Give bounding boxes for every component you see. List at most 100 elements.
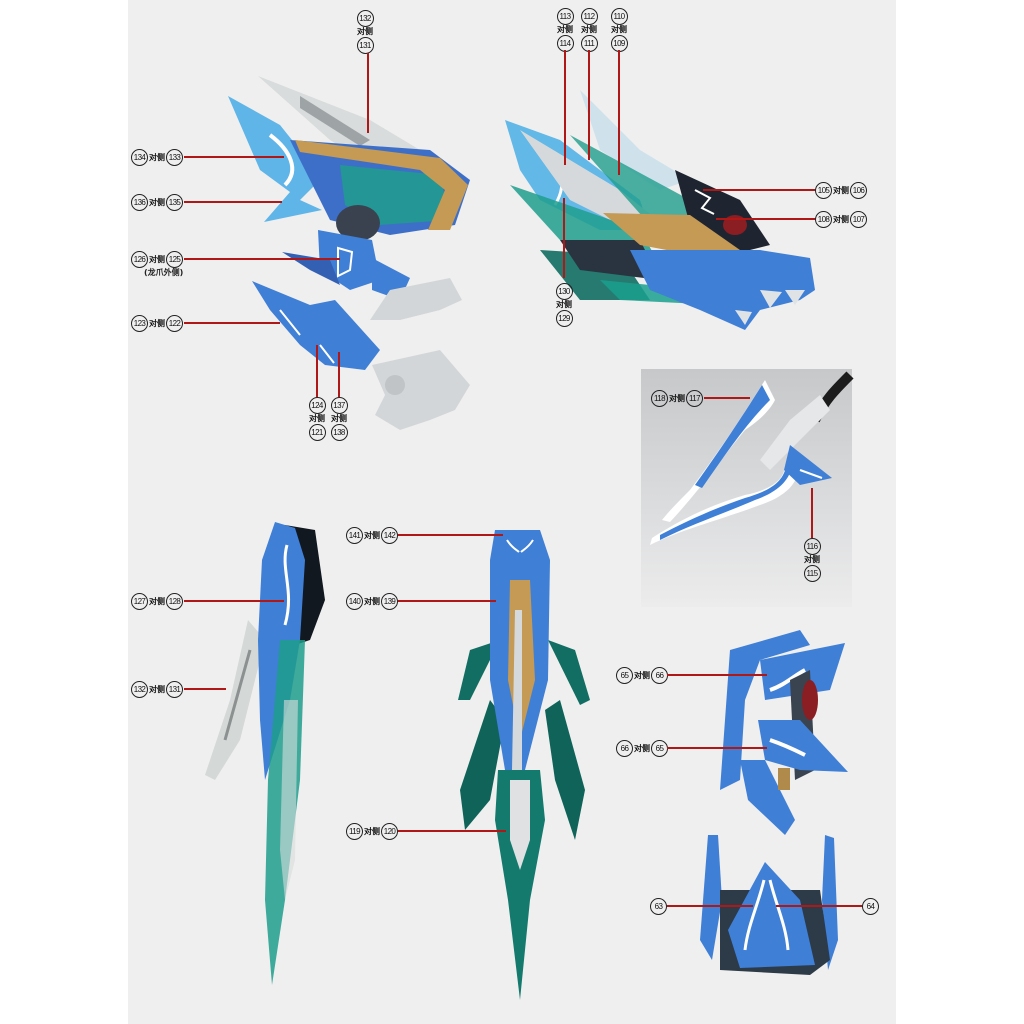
- opposite-side-label: 对侧: [804, 555, 820, 564]
- part-number: 134: [131, 149, 148, 166]
- opposite-side-label: 对侧: [357, 27, 373, 36]
- callout-141-142: 141 对侧 142: [346, 527, 398, 544]
- part-number: 64: [862, 898, 879, 915]
- part-number: 132: [131, 681, 148, 698]
- callout-63: 63: [650, 898, 667, 915]
- opposite-side-label: 对侧: [833, 214, 849, 224]
- part-number: 128: [166, 593, 183, 610]
- part-number: 142: [381, 527, 398, 544]
- part-number: 132: [356, 10, 374, 27]
- leader-line: [184, 688, 226, 690]
- callout-116-115: 116 对侧 115: [803, 538, 821, 582]
- opposite-side-label: 对侧: [634, 743, 650, 753]
- dragon-claw-outer-note: (龙爪外侧): [144, 268, 184, 277]
- opposite-side-label: 对侧: [364, 530, 380, 540]
- part-number: 119: [346, 823, 363, 840]
- callout-118-117: 118 对侧 117: [651, 390, 703, 407]
- part-number: 63: [650, 898, 667, 915]
- callout-134-133: 134 对侧 133: [131, 149, 183, 166]
- opposite-side-label: 对侧: [149, 152, 165, 162]
- part-number: 127: [131, 593, 148, 610]
- opposite-side-label: 对侧: [581, 25, 597, 34]
- part-number: 117: [686, 390, 703, 407]
- part-number: 126: [131, 251, 148, 268]
- opposite-side-label: 对侧: [556, 300, 572, 309]
- leader-line: [564, 50, 566, 165]
- leader-line: [667, 747, 767, 749]
- leader-line: [667, 905, 753, 907]
- leader-line: [776, 905, 862, 907]
- callout-140-139: 140 对侧 139: [346, 593, 398, 610]
- leader-line: [316, 345, 318, 397]
- leader-line: [338, 352, 340, 397]
- callout-130-129: 130 对侧 129: [555, 283, 573, 327]
- opposite-side-label: 对侧: [149, 318, 165, 328]
- callout-119-120: 119 对侧 120: [346, 823, 398, 840]
- leader-line: [667, 674, 767, 676]
- part-number: 137: [330, 397, 348, 414]
- opposite-side-label: 对侧: [364, 596, 380, 606]
- opposite-side-label: 对侧: [149, 596, 165, 606]
- opposite-side-label: 对侧: [634, 670, 650, 680]
- part-number: 108: [815, 211, 832, 228]
- opposite-side-label: 对侧: [149, 684, 165, 694]
- leader-line: [184, 201, 282, 203]
- part-number: 110: [610, 8, 628, 25]
- opposite-side-label: 对侧: [557, 25, 573, 34]
- callout-136-135: 136 对侧 135: [131, 194, 183, 211]
- opposite-side-label: 对侧: [364, 826, 380, 836]
- opposite-side-label: 对侧: [833, 185, 849, 195]
- leader-line: [184, 322, 280, 324]
- callout-127-128: 127 对侧 128: [131, 593, 183, 610]
- part-number: 106: [850, 182, 867, 199]
- leader-line: [703, 189, 816, 191]
- part-number: 139: [381, 593, 398, 610]
- callout-124-121: 124 对侧 121: [308, 397, 326, 441]
- part-number: 131: [166, 681, 183, 698]
- part-number: 140: [346, 593, 363, 610]
- part-number: 141: [346, 527, 363, 544]
- callout-108-107: 108 对侧 107: [815, 211, 867, 228]
- leader-line: [563, 198, 565, 278]
- part-number: 138: [330, 424, 348, 441]
- callout-132-131-tail: 132 对侧 131: [131, 681, 183, 698]
- part-number: 105: [815, 182, 832, 199]
- callout-132-131: 132 对侧 131: [356, 10, 374, 54]
- opposite-side-label: 对侧: [611, 25, 627, 34]
- leader-line: [618, 50, 620, 175]
- part-number: 113: [556, 8, 574, 25]
- part-number: 125: [166, 251, 183, 268]
- part-number: 107: [850, 211, 867, 228]
- part-number: 129: [555, 310, 573, 327]
- leader-line: [398, 830, 506, 832]
- opposite-side-label: 对侧: [331, 414, 347, 423]
- part-number: 116: [803, 538, 821, 555]
- part-number: 124: [308, 397, 326, 414]
- callout-64: 64: [862, 898, 879, 915]
- leader-line: [398, 534, 503, 536]
- callout-105-106: 105 对侧 106: [815, 182, 867, 199]
- opposite-side-label: 对侧: [149, 254, 165, 264]
- callout-126-125: 126 对侧 125: [131, 251, 183, 268]
- leader-line: [588, 50, 590, 160]
- part-number: 123: [131, 315, 148, 332]
- callout-137-138: 137 对侧 138: [330, 397, 348, 441]
- part-number: 120: [381, 823, 398, 840]
- callout-112-111: 112 对侧 111: [580, 8, 598, 52]
- part-number: 112: [580, 8, 598, 25]
- part-number: 65: [616, 667, 633, 684]
- callout-123-122: 123 对侧 122: [131, 315, 183, 332]
- leader-line: [716, 218, 816, 220]
